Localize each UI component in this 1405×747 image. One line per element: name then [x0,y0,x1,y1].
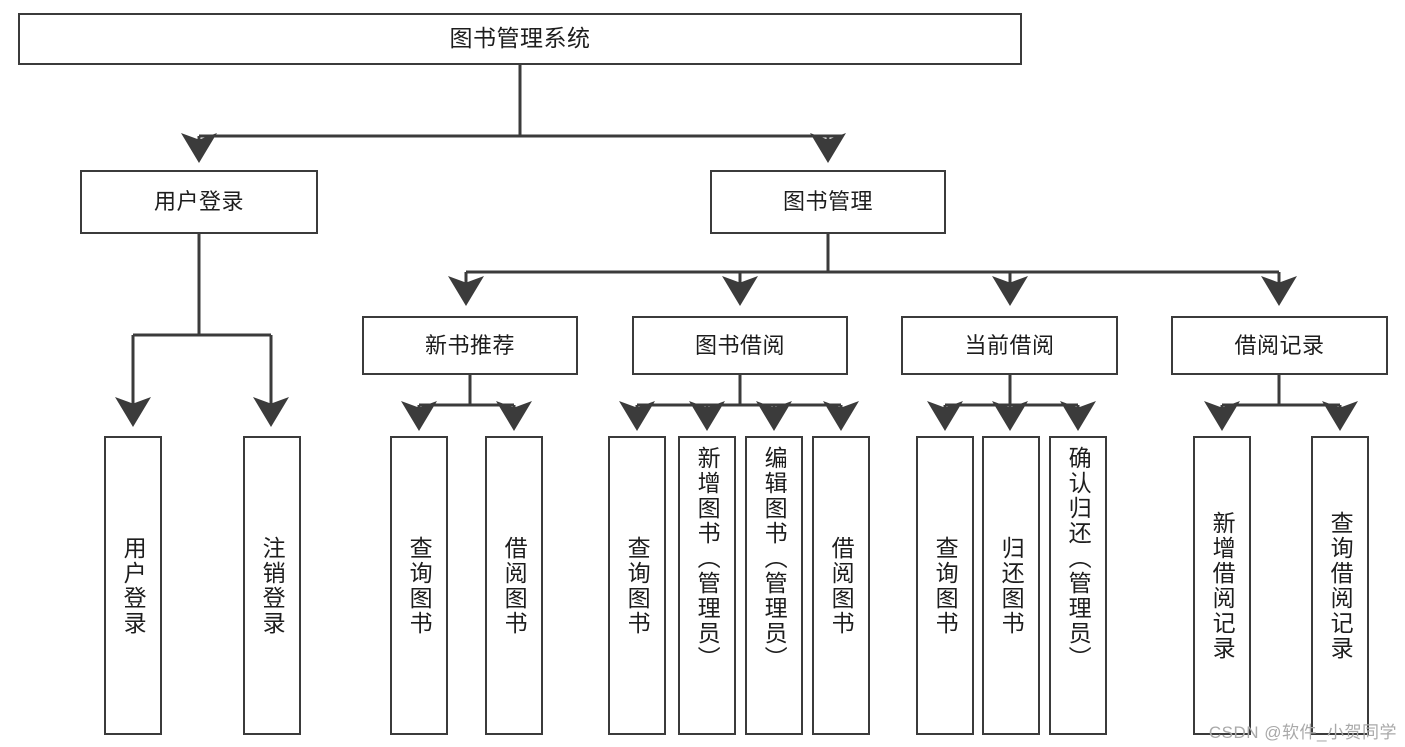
node-current-borrow-label: 当前借阅 [964,332,1055,358]
leaf-current-query-book[interactable]: 查询图书 [916,436,974,735]
leaf-borrow-query-book[interactable]: 查询图书 [608,436,666,735]
leaf-record-add[interactable]: 新增借阅记录 [1193,436,1251,735]
node-borrow-record-label: 借阅记录 [1234,332,1325,358]
leaf-record-query-label: 查询借阅记录 [1327,510,1354,661]
leaf-user-login-signout-label: 注销登录 [259,535,286,636]
leaf-borrow-edit-book[interactable]: 编辑图书（管理员） [745,436,803,735]
leaf-borrow-edit-book-label: 编辑图书（管理员） [761,446,788,671]
leaf-new-book-borrow-label: 借阅图书 [501,535,528,636]
leaf-new-book-query-label: 查询图书 [406,535,433,636]
node-borrow-record[interactable]: 借阅记录 [1171,316,1388,375]
node-book-borrow[interactable]: 图书借阅 [632,316,848,375]
watermark: CSDN @软件_小贺同学 [1208,723,1397,742]
leaf-borrow-query-book-label: 查询图书 [624,535,651,636]
leaf-record-add-label: 新增借阅记录 [1209,510,1236,661]
leaf-borrow-add-book[interactable]: 新增图书（管理员） [678,436,736,735]
leaf-current-confirm-return-label: 确认归还（管理员） [1065,446,1092,671]
leaf-borrow-borrow-book[interactable]: 借阅图书 [812,436,870,735]
node-new-book-recommend[interactable]: 新书推荐 [362,316,578,375]
leaf-borrow-add-book-label: 新增图书（管理员） [694,446,721,671]
leaf-current-return-book[interactable]: 归还图书 [982,436,1040,735]
leaf-current-return-book-label: 归还图书 [998,535,1025,636]
leaf-record-query[interactable]: 查询借阅记录 [1311,436,1369,735]
node-user-login-label: 用户登录 [153,189,244,215]
node-new-book-recommend-label: 新书推荐 [424,332,515,358]
leaf-user-login-signin[interactable]: 用户登录 [104,436,162,735]
leaf-new-book-borrow[interactable]: 借阅图书 [485,436,543,735]
node-root[interactable]: 图书管理系统 [18,13,1022,65]
node-book-borrow-label: 图书借阅 [694,332,785,358]
leaf-user-login-signin-label: 用户登录 [120,535,147,636]
node-book-management-label: 图书管理 [782,189,873,215]
node-root-label: 图书管理系统 [449,25,591,52]
node-current-borrow[interactable]: 当前借阅 [901,316,1118,375]
leaf-current-confirm-return[interactable]: 确认归还（管理员） [1049,436,1107,735]
node-book-management[interactable]: 图书管理 [710,170,946,234]
leaf-borrow-borrow-book-label: 借阅图书 [828,535,855,636]
node-user-login[interactable]: 用户登录 [80,170,318,234]
leaf-user-login-signout[interactable]: 注销登录 [243,436,301,735]
leaf-new-book-query[interactable]: 查询图书 [390,436,448,735]
leaf-current-query-book-label: 查询图书 [932,535,959,636]
